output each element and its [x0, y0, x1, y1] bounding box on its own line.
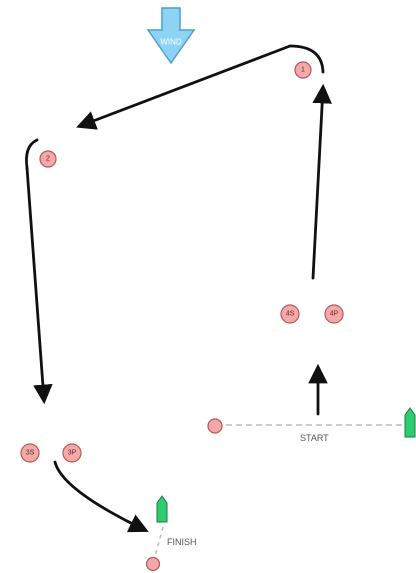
- finish-pin-mark: [145, 556, 161, 572]
- mark-1-label: 1: [301, 67, 305, 74]
- mark-3p-label: 3P: [68, 450, 77, 457]
- committee-boat-icon: [156, 495, 168, 523]
- leg-gate-4-to-1-arrow: [311, 83, 332, 280]
- mark-3s: 3S: [20, 443, 40, 463]
- leg-1-to-2-arrow: [76, 44, 292, 130]
- mark-2-rounding-arc: [25, 138, 39, 170]
- mark-4p: 4P: [324, 304, 344, 324]
- mark-3s-label: 3S: [26, 450, 35, 457]
- committee-boat-icon: [404, 407, 416, 438]
- mark-2: 2: [39, 150, 57, 168]
- mark-1: 1: [294, 61, 312, 79]
- mark-4s-label: 4S: [286, 311, 295, 318]
- finish-label: FINISH: [167, 537, 197, 547]
- start-label: START: [300, 433, 329, 443]
- finish-line: [153, 526, 164, 561]
- mark-2-label: 2: [46, 156, 50, 163]
- wind-arrow-shape: [146, 7, 196, 65]
- course-route: [25, 44, 332, 533]
- start-pin-mark: [207, 418, 223, 434]
- mark-3p: 3P: [62, 443, 82, 463]
- leg-2-to-gate-3-arrow: [25, 166, 53, 405]
- leg-gate-3-to-finish-arrow: [53, 460, 149, 533]
- mark-4p-label: 4P: [330, 311, 339, 318]
- wind-label: WIND: [160, 38, 182, 47]
- wind-arrow-icon: WIND: [146, 7, 196, 65]
- mark-1-rounding-arc: [288, 44, 325, 74]
- mark-4s: 4S: [280, 304, 300, 324]
